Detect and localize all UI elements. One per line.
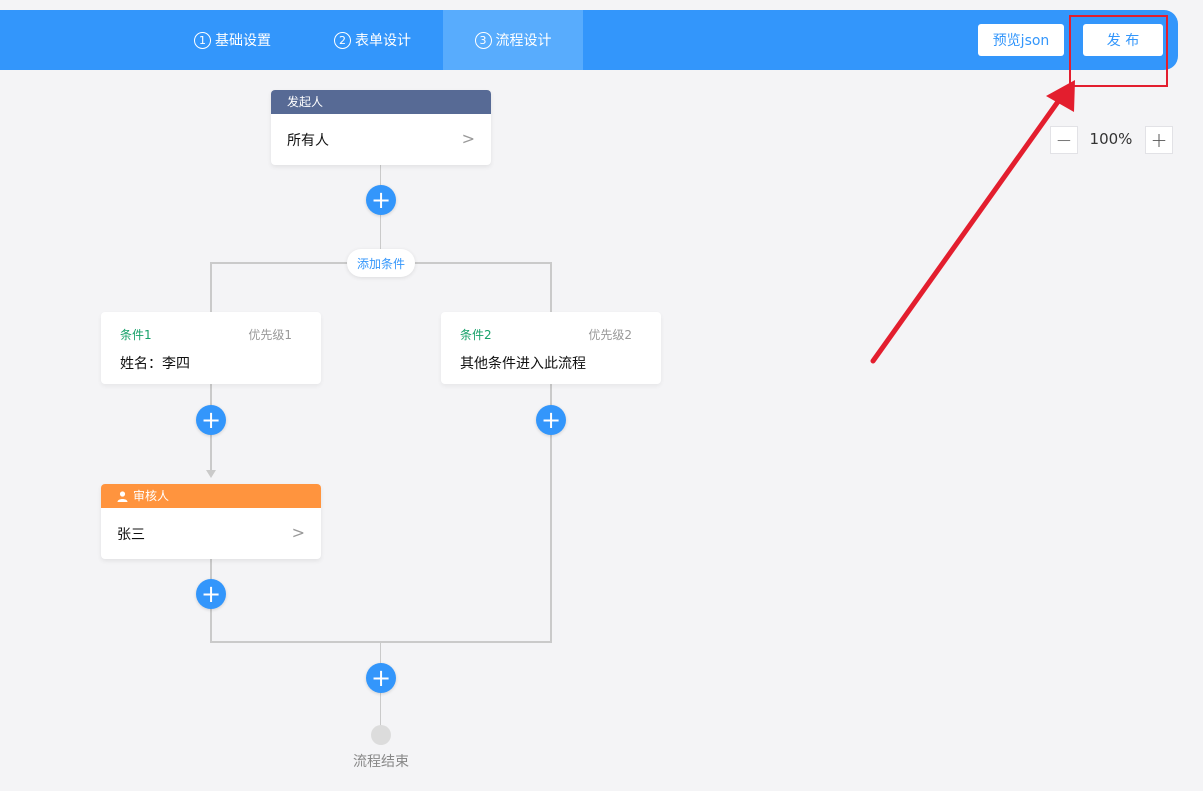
condition-card-1[interactable]: 条件1 优先级1 姓名：李四 (101, 312, 321, 384)
node-content: 所有人 (287, 132, 329, 149)
zoom-level: 100% (1089, 130, 1133, 148)
branch-right-line (550, 262, 552, 312)
minus-icon: − (1055, 128, 1073, 152)
plus-icon: + (200, 580, 222, 608)
node-title: 审核人 (133, 489, 170, 503)
end-node-dot (371, 725, 391, 745)
add-node-button[interactable]: + (196, 405, 226, 435)
user-icon (117, 490, 128, 502)
end-label: 流程结束 (353, 754, 409, 770)
tab-basic-settings[interactable]: 1 基础设置 (194, 10, 271, 70)
tab-flow-design[interactable]: 3 流程设计 (443, 10, 583, 70)
condition-priority: 优先级2 (588, 328, 632, 342)
zoom-in-button[interactable]: + (1145, 126, 1173, 154)
add-node-button[interactable]: + (366, 663, 396, 693)
plus-icon: + (200, 406, 222, 434)
plus-icon: + (1150, 128, 1168, 152)
connector-line (550, 384, 552, 642)
condition-content: 姓名：李四 (120, 356, 190, 372)
arrow-down-icon (206, 470, 216, 478)
plus-icon: + (370, 664, 392, 692)
top-nav-bar: 1 基础设置 2 表单设计 3 流程设计 预览json 发 布 (0, 10, 1178, 70)
tab-label: 基础设置 (215, 33, 271, 49)
plus-icon: + (540, 406, 562, 434)
highlight-box (1069, 15, 1168, 87)
publish-button[interactable]: 发 布 (1083, 24, 1163, 56)
add-node-button[interactable]: + (366, 185, 396, 215)
step-number: 1 (194, 31, 211, 49)
tab-label: 表单设计 (355, 33, 411, 49)
chevron-right-icon: > (461, 129, 475, 148)
step-number: 3 (474, 31, 492, 49)
condition-title: 条件2 (460, 328, 492, 342)
branch-left-line (210, 262, 212, 312)
approver-node[interactable]: 审核人 张三 > (101, 484, 321, 559)
node-title: 发起人 (271, 90, 491, 114)
node-content: 张三 (117, 526, 145, 543)
add-node-button[interactable]: + (536, 405, 566, 435)
tab-label: 流程设计 (495, 33, 552, 49)
step-number: 2 (334, 31, 351, 49)
zoom-out-button[interactable]: − (1050, 126, 1078, 154)
branch-bottom-line (210, 641, 552, 643)
condition-card-2[interactable]: 条件2 优先级2 其他条件进入此流程 (441, 312, 661, 384)
condition-priority: 优先级1 (248, 328, 292, 342)
add-condition-button[interactable]: 添加条件 (347, 249, 415, 277)
add-node-button[interactable]: + (196, 579, 226, 609)
condition-title: 条件1 (120, 328, 152, 342)
tab-form-design[interactable]: 2 表单设计 (334, 10, 411, 70)
initiator-node[interactable]: 发起人 所有人 > (271, 90, 491, 165)
preview-json-button[interactable]: 预览json (978, 24, 1064, 56)
condition-content: 其他条件进入此流程 (460, 356, 586, 372)
plus-icon: + (370, 186, 392, 214)
chevron-right-icon: > (291, 523, 305, 542)
